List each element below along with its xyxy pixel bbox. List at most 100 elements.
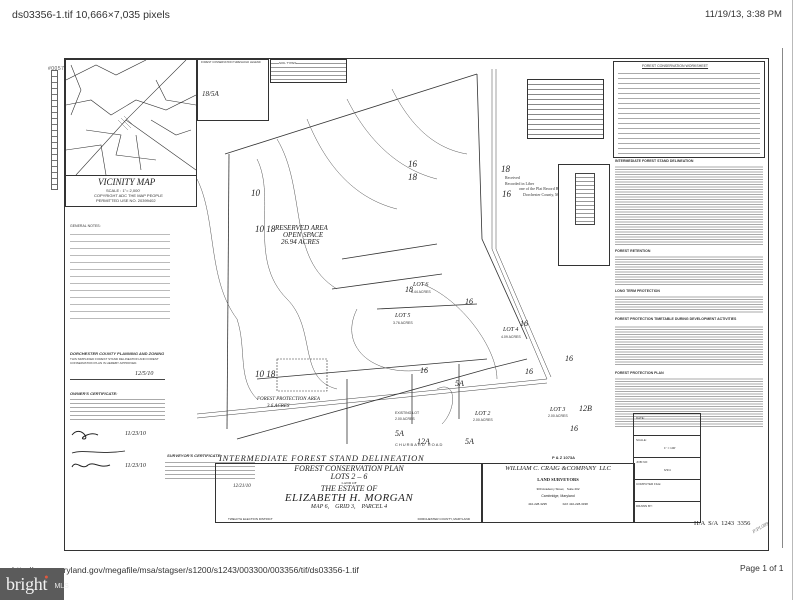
soil-label: 16 <box>408 159 417 169</box>
soil-label: 5A <box>455 379 464 388</box>
recording-liber: Recorded in Liber <box>505 180 535 186</box>
sign-detail-box <box>558 164 610 266</box>
page-indicator: Page 1 of 1 <box>740 563 784 573</box>
info-scale-value: 1" = 100' <box>664 446 676 450</box>
general-notes-text <box>70 231 170 321</box>
notes-text-block <box>615 255 763 285</box>
lot-5-acres: 3.76 ACRES <box>393 321 413 325</box>
notes-long-term-protection: LONG TERM PROTECTION <box>615 289 660 293</box>
surveyor-fax: FAX 410-228-3338 <box>562 502 588 506</box>
lot-2-label: LOT 2 <box>475 411 491 417</box>
soil-label: 16 <box>565 354 573 363</box>
lot-3-acres: 2.00 ACRES <box>548 414 568 418</box>
reserved-area-sub: OPEN SPACE <box>283 231 324 239</box>
forest-protection-area-acres: 3.6 ACRES <box>267 404 290 409</box>
info-job-value: 6/3/4 <box>664 468 671 472</box>
general-notes-title: GENERAL NOTES: <box>70 224 101 228</box>
surveyors-certificate-text <box>165 460 255 480</box>
source-url[interactable]: http://msa.maryland.gov/megafile/msa/sta… <box>12 565 359 575</box>
scanned-plat-image: #0057 KU0022 VICINITY MAP SCALE : 1"= 2,… <box>24 48 783 554</box>
plat-drawing <box>197 69 552 444</box>
existing-lot-acres: 2.00 ACRES <box>395 417 415 421</box>
info-row-job: JOB NO: 6/3/4 <box>634 458 700 480</box>
surveyor-city: Cambridge, Maryland <box>541 494 575 498</box>
banner-reference: P & Z 1073A <box>552 455 576 460</box>
info-job-label: JOB NO: <box>636 460 649 464</box>
road-label: CHURBARD ROAD <box>395 442 444 447</box>
soil-label: 16 <box>465 297 473 306</box>
soil-label: 10 <box>251 188 260 198</box>
lot-6-acres: 5.44 ACRES <box>411 290 431 294</box>
title-land-of: LAND OF <box>341 481 357 485</box>
soil-label: 10 18 <box>255 369 276 379</box>
surveyor-phone: 410-228-3295 <box>528 502 547 506</box>
vicinity-map-copyright: COPYRIGHT ADC THE MAP PEOPLE <box>94 193 163 198</box>
owner-signatures <box>71 430 126 468</box>
soil-label: 18 <box>405 285 413 294</box>
info-date-label: DATE: <box>636 416 645 420</box>
notes-forest-protection-plan: FOREST PROTECTION PLAN <box>615 371 664 375</box>
recording-line4: Dorchester County, Maryland <box>523 191 571 197</box>
soil-table-title: SOIL TYPES <box>279 61 297 65</box>
title-county: DORCHESTER COUNTY, MARYLAND <box>417 517 470 521</box>
worksheet-title: FOREST CONSERVATION WORKSHEET <box>642 64 709 68</box>
surveyor-address: 300 Academy Street, Suite 202 <box>536 487 580 491</box>
soil-label: 12B <box>579 404 592 413</box>
document-title: ds03356-1.tif 10,666×7,035 pixels <box>12 9 170 21</box>
intermediate-fsd-banner: INTERMEDIATE FOREST STAND DELINEATION <box>219 453 425 463</box>
handwritten-reference: H/A S/A 1243 3356 <box>694 520 751 527</box>
county-approval-text: THIS SIMPLIFIED FOREST STAND DELINEATION… <box>70 357 159 365</box>
title-district: TWELFTH ELECTION DISTRICT <box>228 517 273 521</box>
recording-line3: one of the Plat Record Books of <box>519 186 571 191</box>
info-file-label: COMPUTER FILE: <box>636 482 662 486</box>
forest-threshold-table <box>527 79 604 139</box>
info-scale-label: SCALE: <box>636 438 647 442</box>
forest-protection-area-label: FOREST PROTECTION AREA <box>257 397 320 402</box>
lot-2-acres: 2.00 ACRES <box>473 418 493 422</box>
county-approval-title: DORCHESTER COUNTY PLANNING AND ZONING <box>70 351 165 356</box>
notes-intermediate-fsd: INTERMEDIATE FOREST STAND DELINEATION <box>615 159 694 163</box>
soil-label: 16 <box>502 189 511 199</box>
owner-signature-date-1: 11/23/10 <box>125 431 146 437</box>
brand-dot-icon: ● <box>44 573 49 581</box>
reserved-area-label: RESERVED AREA <box>275 224 328 232</box>
print-timestamp: 11/19/13, 3:38 PM <box>705 9 782 20</box>
soil-label: 12A <box>417 437 430 446</box>
brand-mls: MLS <box>54 583 69 590</box>
soil-label: 18 <box>408 172 417 182</box>
county-approval-signature-date: 12/5/10 <box>135 371 154 377</box>
info-row-scale: SCALE: 1" = 100' <box>634 436 700 458</box>
bright-mls-watermark: bright ● MLS <box>0 568 69 600</box>
page-edge-divider <box>792 0 793 600</box>
surveyor-signature-date: 12/21/10 <box>233 484 251 489</box>
title-line-3: THE ESTATE OF <box>320 484 378 493</box>
info-block: DATE: SCALE: 1" = 100' JOB NO: 6/3/4 COMPU… <box>633 413 701 523</box>
lot-5-label: LOT 5 <box>395 313 411 319</box>
vicinity-map-drawing <box>66 60 196 176</box>
legend-sample-label: 18/5A <box>202 90 219 98</box>
plan-sheet: VICINITY MAP SCALE : 1"= 2,000' COPYRIGH… <box>64 58 769 551</box>
soil-label: 16 <box>525 367 533 376</box>
soil-label: 18 <box>501 164 510 174</box>
surveyor-company: WILLIAM C. CRAIG &COMPANY LLC <box>505 465 611 472</box>
soil-label: 16 <box>570 424 578 433</box>
worksheet-rows <box>618 71 760 155</box>
lot-6-label: LOT 6 <box>413 282 429 288</box>
surveyor-block: WILLIAM C. CRAIG &COMPANY LLC LAND SURVE… <box>481 463 635 523</box>
owner-signature-date-2: 11/23/10 <box>125 463 146 469</box>
soil-label: 10 18 <box>255 224 276 234</box>
soil-label: 5A <box>465 437 474 446</box>
lot-4-acres: 4.09 ACRES <box>501 335 521 339</box>
notes-forest-retention: FOREST RETENTION <box>615 249 651 253</box>
vicinity-map-title: VICINITY MAP <box>98 177 156 187</box>
vicinity-map-permit: PERMITTED USE NO. 20399402 <box>96 198 156 203</box>
owners-certificate-title: OWNER'S CERTIFICATE: <box>70 391 118 396</box>
info-row-file: COMPUTER FILE: <box>634 480 700 502</box>
soil-label: 16 <box>520 319 528 328</box>
legend-box: FOREST CONSERVATION THRESHOLD LEGEND 18/… <box>197 59 269 121</box>
notes-text-block <box>615 165 763 245</box>
info-row-drawn: DRAWN BY: <box>634 502 700 522</box>
existing-lot-label: EXISTING LOT <box>395 411 420 415</box>
title-map-grid-parcel: MAP 6, GRID 3, PARCEL 4 <box>310 504 388 510</box>
notes-text-block <box>615 325 763 365</box>
